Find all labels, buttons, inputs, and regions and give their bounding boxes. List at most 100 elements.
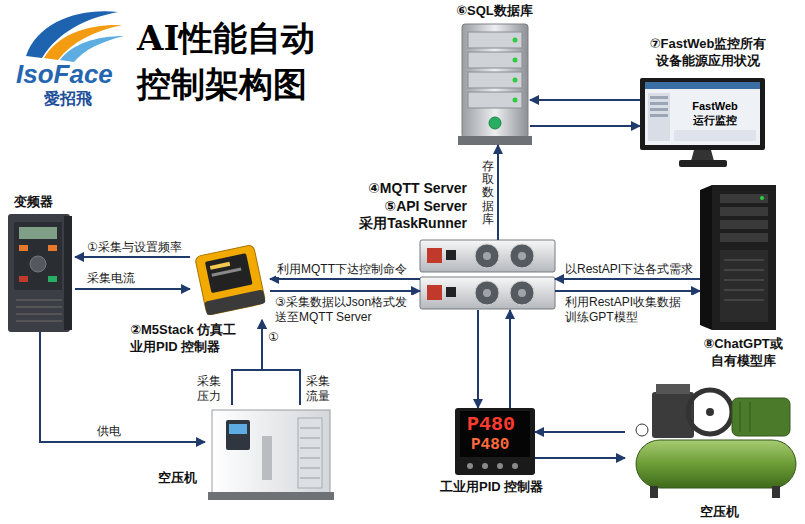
illustration-part (650, 96, 668, 99)
logo-wing (26, 11, 124, 62)
illustration-part (462, 24, 528, 138)
device-caption: ⑧ChatGPT或 自有模型库 (686, 336, 800, 370)
illustration-part (483, 252, 491, 260)
illustration-part (300, 478, 320, 479)
illustration-part (691, 150, 714, 161)
illustration-part (14, 222, 62, 290)
m5stack-device (195, 244, 266, 315)
device-node: ⑦FastWeb监控所有 设备能源应用状况FastWeb 运行监控 (640, 78, 765, 168)
connector-label: 以RestAPI下达各式需求 (564, 262, 694, 277)
device-node: ④MQTT Server ⑤API Server 采用TaskRunner (420, 240, 555, 310)
illustration-part (212, 267, 242, 276)
illustration-part (226, 420, 250, 450)
illustration-part (468, 52, 522, 68)
illustration-part (300, 468, 320, 469)
connector-label: 存取数据库 (482, 160, 494, 226)
connector-arrow (497, 145, 499, 240)
illustration-part (300, 438, 320, 439)
illustration-part (19, 276, 28, 282)
illustration-part (724, 259, 764, 261)
illustration-part (458, 136, 532, 145)
connector-label: 利用MQTT下达控制命令 (276, 262, 408, 277)
connector-arrow (262, 320, 300, 405)
illustration-part (208, 492, 334, 500)
illustration-part (510, 244, 534, 268)
device-node: ⑥SQL数据库 (460, 22, 530, 145)
device-caption: ⑦FastWeb监控所有 设备能源应用状况 (622, 36, 794, 70)
illustration-part (724, 279, 764, 281)
connector-label: ③采集数据以Json格式发 送至MQTT Server (274, 295, 418, 325)
illustration-part (60, 36, 124, 62)
illustration-part (483, 289, 491, 297)
illustration-part (16, 306, 62, 308)
connector-arrow (530, 125, 640, 127)
connector-arrow (477, 310, 479, 408)
connector-arrow (555, 278, 700, 280)
illustration-part (760, 196, 764, 200)
connector-arrow (270, 290, 420, 292)
illustration-part (210, 262, 230, 270)
illustration-part (16, 299, 62, 301)
illustration-part (212, 410, 330, 494)
connector-arrow (509, 310, 511, 408)
illustration-part (650, 108, 668, 111)
brand-logo: 愛招飛 (44, 90, 92, 108)
tower-server (700, 185, 776, 330)
illustration-part (420, 240, 555, 272)
illustration-part (427, 285, 442, 300)
piston-air-compressor (636, 384, 796, 498)
illustration-part (513, 98, 518, 103)
monitor (640, 78, 765, 167)
illustration-part (468, 72, 522, 88)
illustration-part (636, 424, 648, 436)
illustration-part (300, 458, 320, 459)
illustration-part (446, 287, 456, 297)
illustration-part (48, 276, 57, 282)
illustration-part (650, 486, 658, 498)
sql-server-tower (458, 24, 532, 145)
illustration-part (706, 408, 714, 416)
brand-logo: IsoFace (16, 60, 113, 89)
diagram-title: AI性能自动 控制架构图 (137, 16, 377, 108)
illustration-part (468, 92, 522, 108)
illustration-part (720, 194, 768, 203)
illustration-part (475, 244, 499, 268)
illustration-part (513, 58, 518, 63)
illustration-part (420, 277, 555, 309)
illustration-part (724, 299, 764, 301)
illustration-part (720, 220, 768, 229)
connector-label: 采集 压力 (196, 374, 226, 404)
illustration-part (8, 214, 70, 332)
device-caption: 空压机 (700, 504, 739, 521)
connector-arrow (270, 278, 420, 280)
illustration-part (513, 38, 518, 43)
frequency-inverter (8, 214, 72, 332)
illustration-part (674, 130, 756, 141)
illustration-part (513, 78, 518, 83)
connector-label: 利用RestAPI收集数据 训练GPT模型 (564, 295, 700, 325)
illustration-part (19, 227, 57, 239)
rack-server (420, 240, 555, 309)
device-caption: ④MQTT Server ⑤API Server 采用TaskRunner (345, 180, 467, 233)
illustration-part (518, 289, 526, 297)
illustration-part (427, 248, 442, 263)
device-node: 变频器 (5, 214, 75, 332)
illustration-part (720, 207, 768, 216)
connector-arrow (535, 431, 625, 433)
illustration-part (512, 463, 518, 469)
illustration-part (467, 463, 473, 469)
illustration-part (30, 256, 46, 272)
illustration-part (468, 32, 522, 48)
illustration-part (518, 252, 526, 260)
illustration-part (648, 93, 670, 141)
connector-arrow (75, 288, 190, 290)
illustration-part (497, 463, 503, 469)
illustration-part (48, 245, 57, 251)
device-caption: 变频器 (14, 194, 53, 211)
illustration-part (262, 436, 272, 480)
illustration-part (720, 250, 768, 322)
illustration-part (446, 250, 456, 260)
connector-label: 采集电流 (86, 271, 136, 286)
screen-text: FastWeb 运行监控 (675, 99, 755, 128)
